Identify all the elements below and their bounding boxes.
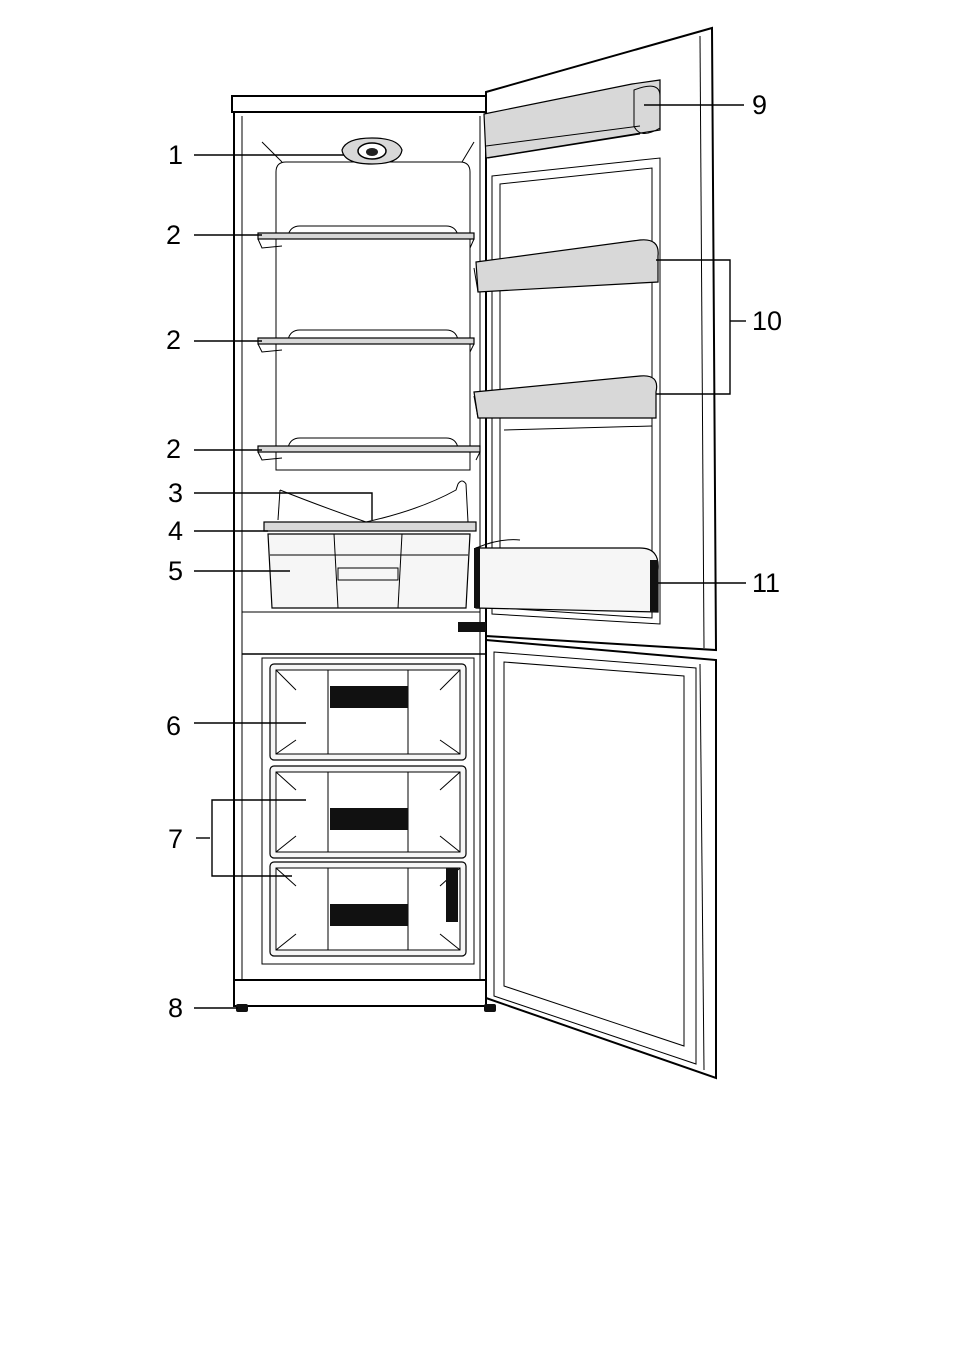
svg-text:3: 3 (168, 478, 183, 508)
svg-text:7: 7 (168, 824, 183, 854)
callout-8: 8 (168, 993, 238, 1023)
open-door (458, 28, 716, 1078)
svg-text:10: 10 (752, 306, 782, 336)
svg-text:9: 9 (752, 90, 767, 120)
svg-text:4: 4 (168, 516, 183, 546)
freezer-drawer-top (270, 664, 466, 760)
svg-text:2: 2 (166, 434, 181, 464)
freezer-drawer-middle (270, 766, 466, 858)
svg-text:1: 1 (168, 140, 183, 170)
svg-text:11: 11 (752, 568, 780, 598)
svg-text:2: 2 (166, 325, 181, 355)
svg-text:2: 2 (166, 220, 181, 250)
cabinet (232, 96, 496, 1012)
svg-text:5: 5 (168, 556, 183, 586)
freezer-drawer-bottom (270, 862, 466, 956)
svg-text:6: 6 (166, 711, 181, 741)
lamp-unit (342, 138, 402, 164)
door-bottle-shelf (474, 540, 658, 612)
svg-text:8: 8 (168, 993, 183, 1023)
crisper-cover (264, 522, 476, 531)
crisper-drawer (268, 534, 470, 608)
